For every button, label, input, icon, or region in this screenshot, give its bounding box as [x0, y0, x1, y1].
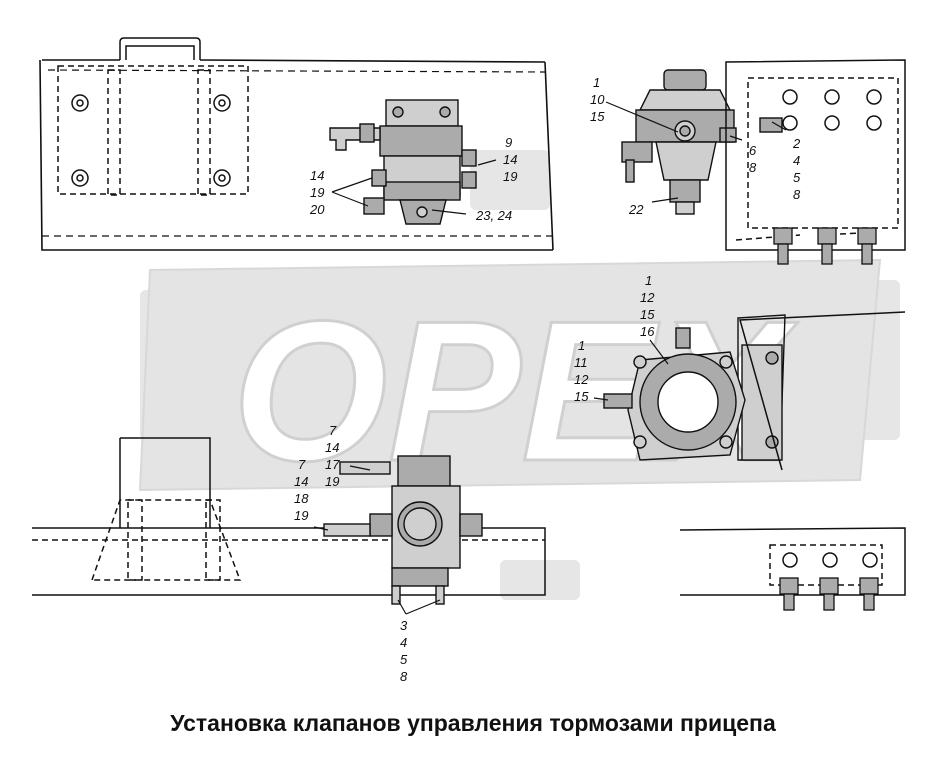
callout-14: 14 — [294, 474, 308, 489]
callout-labels: 9 14 19 14 19 20 23, 24 1 10 15 2 4 5 8 … — [294, 75, 801, 684]
callout-5: 5 — [400, 652, 408, 667]
callout-1: 1 — [645, 273, 652, 288]
callout-5: 5 — [793, 170, 801, 185]
watermark-text: OPEX — [232, 280, 798, 503]
callout-1: 1 — [578, 338, 585, 353]
callout-4: 4 — [400, 635, 407, 650]
leader-lines — [313, 101, 787, 615]
bracket-upper-left — [57, 37, 249, 196]
valve-lower-middle — [323, 455, 483, 605]
bolt-row-lower-right — [779, 577, 879, 611]
callout-7: 7 — [329, 423, 337, 438]
callout-19: 19 — [503, 169, 517, 184]
callout-15: 15 — [574, 389, 589, 404]
callout-11: 11 — [574, 355, 588, 370]
callout-19: 19 — [310, 185, 324, 200]
callout-14: 14 — [503, 152, 517, 167]
callout-23-24: 23, 24 — [475, 208, 512, 223]
bolt-row-upper-right — [773, 227, 877, 265]
frame-rail-upper-left — [39, 59, 554, 251]
callout-18: 18 — [294, 491, 309, 506]
callout-16: 16 — [640, 324, 655, 339]
callout-1: 1 — [593, 75, 600, 90]
callout-6: 6 — [749, 143, 757, 158]
callout-14: 14 — [325, 440, 339, 455]
callout-8: 8 — [793, 187, 801, 202]
callout-10: 10 — [590, 92, 605, 107]
callout-4: 4 — [793, 153, 800, 168]
valve-middle-right — [603, 314, 786, 461]
callout-8: 8 — [749, 160, 757, 175]
callout-19: 19 — [294, 508, 308, 523]
callout-19: 19 — [325, 474, 339, 489]
callout-2: 2 — [792, 136, 801, 151]
callout-17: 17 — [325, 457, 340, 472]
valve-upper-middle — [329, 99, 477, 225]
callout-12: 12 — [574, 372, 589, 387]
callout-9: 9 — [505, 135, 512, 150]
callout-15: 15 — [640, 307, 655, 322]
callout-7: 7 — [298, 457, 306, 472]
valve-upper-right — [621, 69, 783, 215]
callout-15: 15 — [590, 109, 605, 124]
figure-caption: Установка клапанов управления тормозами … — [170, 710, 776, 736]
callout-14: 14 — [310, 168, 324, 183]
callout-22: 22 — [628, 202, 644, 217]
watermark-logo: OPEX — [138, 150, 900, 600]
callout-12: 12 — [640, 290, 655, 305]
callout-20: 20 — [309, 202, 325, 217]
callout-3: 3 — [400, 618, 408, 633]
callout-8: 8 — [400, 669, 408, 684]
frame-rail-lower-left — [32, 437, 546, 596]
